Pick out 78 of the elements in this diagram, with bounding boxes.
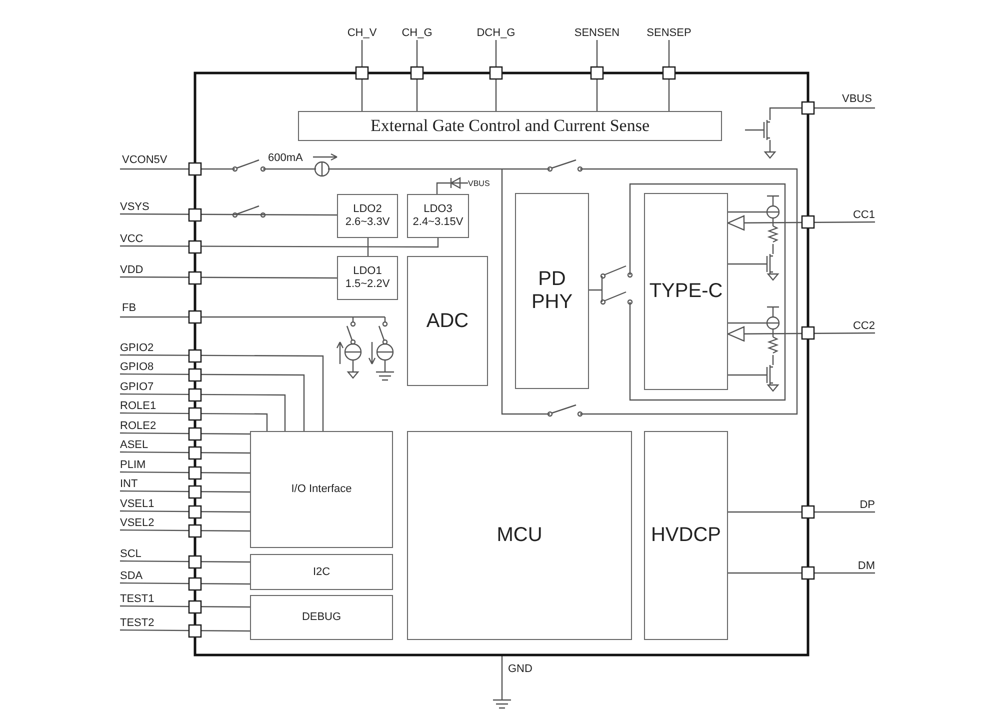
pin-label: VDD: [120, 263, 170, 277]
pin-label: GPIO7: [120, 380, 172, 394]
function-block: PD PHY: [515, 193, 589, 389]
pin-label: CH_G: [397, 26, 437, 40]
wire: [495, 40, 497, 111]
pin-label: DCH_G: [473, 26, 519, 40]
wire: [120, 432, 250, 435]
block-title: LDO1: [353, 265, 382, 278]
wire: [367, 238, 369, 256]
pin-label: ROLE1: [120, 399, 172, 413]
wire: [120, 582, 250, 585]
pin-label: VSEL2: [120, 516, 172, 530]
pin-label: FB: [122, 303, 136, 314]
pin-label: SDA: [120, 569, 172, 583]
pin-label: PLIM: [120, 458, 172, 472]
wire: [436, 182, 468, 194]
function-block: External Gate Control and Current Sense: [298, 111, 722, 141]
pin-label: DP: [853, 498, 875, 512]
function-block: HVDCP: [644, 431, 728, 640]
wire: [120, 510, 250, 513]
pin-label: ROLE2: [120, 419, 172, 433]
function-block: DEBUG: [250, 595, 393, 640]
pin-label: VCON5V: [122, 155, 168, 166]
pin-label: CH_V: [342, 26, 382, 40]
pin-label: CC1: [848, 208, 875, 222]
wire: [120, 490, 250, 493]
pin-label: GPIO2: [120, 341, 172, 355]
wire: [120, 629, 250, 632]
wire: [120, 373, 305, 431]
wire: [120, 354, 324, 431]
wire: [120, 238, 439, 248]
pin-label: VBUS: [842, 94, 872, 105]
function-block: ADC: [407, 256, 488, 386]
pin-label: VBUS: [468, 178, 496, 189]
pin-label: INT: [120, 477, 172, 491]
wire: [120, 605, 250, 608]
function-block: [337, 194, 398, 238]
wire: [361, 40, 363, 111]
function-block: TYPE-C: [644, 193, 728, 390]
wire: [416, 40, 418, 111]
voltage-range: 1.5~2.2V: [345, 278, 390, 291]
current-rating: 600mA: [268, 153, 303, 164]
function-block: MCU: [407, 431, 632, 640]
wire: [120, 529, 250, 532]
voltage-range: 2.4~3.15V: [412, 216, 464, 229]
pin-label: SENSEN: [571, 26, 623, 40]
function-block: [407, 194, 469, 238]
pin-label: DM: [851, 559, 875, 573]
wire: [668, 40, 670, 111]
wire: [120, 393, 286, 431]
pin-label: GND: [508, 664, 532, 675]
function-block: I2C: [250, 554, 393, 590]
pin-label: VCC: [120, 232, 170, 246]
wire: [120, 276, 337, 279]
wire: [120, 213, 337, 216]
function-block: I/O Interface: [250, 431, 393, 548]
block-title: LDO2: [353, 203, 382, 216]
voltage-range: 2.6~3.3V: [345, 216, 390, 229]
pin-label: TEST1: [120, 592, 172, 606]
pin-label: VSEL1: [120, 497, 172, 511]
wire: [728, 572, 875, 574]
pin-label: TEST2: [120, 616, 172, 630]
pin-label: SENSEP: [643, 26, 695, 40]
wire: [728, 511, 875, 513]
pin-label: GPIO8: [120, 360, 172, 374]
block-title: LDO3: [424, 203, 452, 216]
pin-label: CC2: [848, 319, 875, 333]
wire: [120, 471, 250, 474]
pin-label: ASEL: [120, 438, 172, 452]
wire: [120, 412, 268, 431]
pin-label: SCL: [120, 547, 172, 561]
pin-label: VSYS: [120, 200, 170, 214]
wire: [120, 560, 250, 563]
wire: [596, 40, 598, 111]
function-block: [337, 256, 398, 300]
wire: [727, 326, 875, 342]
wire: [727, 215, 875, 230]
wire: [120, 451, 250, 454]
